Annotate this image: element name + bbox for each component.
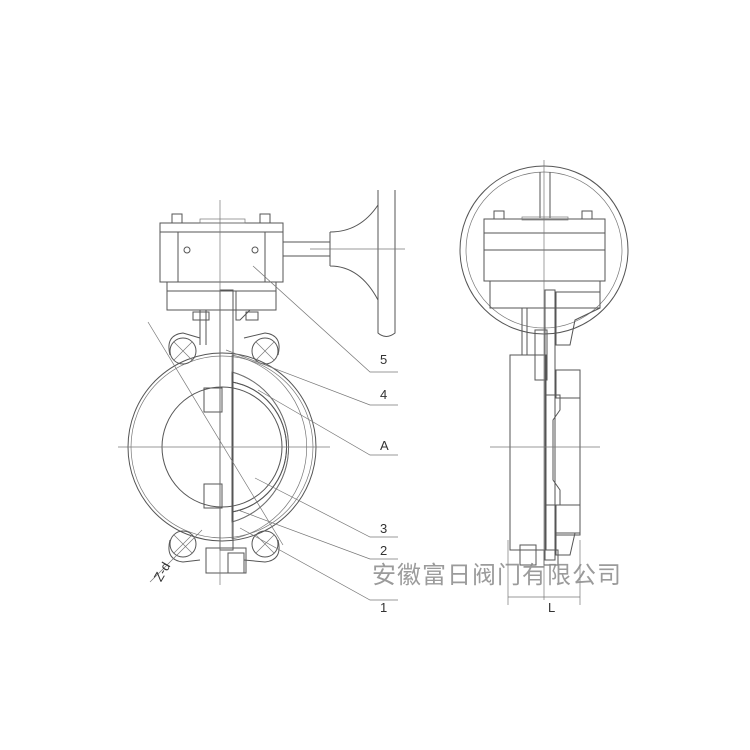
part-label-2: 2 — [380, 543, 387, 558]
front-view: Z-d 5 4 A 3 2 1 — [118, 190, 405, 615]
part-label-5: 5 — [380, 352, 387, 367]
handwheel — [283, 190, 405, 337]
bolt-circle-dimension: Z-d — [151, 559, 174, 583]
gearbox — [159, 213, 284, 321]
part-label-1: 1 — [380, 600, 387, 615]
part-label-a: A — [380, 438, 389, 453]
valve-body — [127, 289, 317, 574]
part-label-4: 4 — [380, 387, 387, 402]
part-label-3: 3 — [380, 521, 387, 536]
length-dimension-label: L — [548, 600, 555, 615]
side-view: L — [459, 160, 629, 615]
company-watermark: 安徽富日阀门有限公司 — [372, 561, 622, 589]
part-leaders — [225, 265, 398, 601]
